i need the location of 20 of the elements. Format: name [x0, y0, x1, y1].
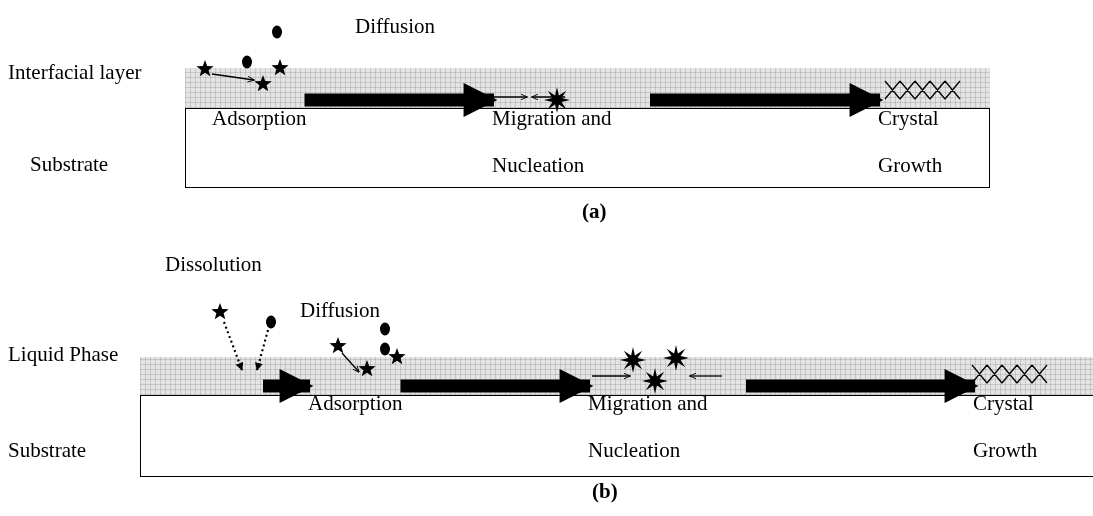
stage-label: Crystal Growth: [973, 380, 1053, 474]
process-label: Diffusion: [300, 298, 381, 323]
stage-label: Crystal Growth: [878, 95, 958, 189]
process-arrow: [746, 369, 979, 403]
stage-label: Migration and Nucleation: [492, 95, 652, 189]
substrate-label: Substrate: [8, 438, 87, 463]
layer-label: Interfacial layer: [8, 60, 142, 85]
panel-label: (a): [582, 199, 607, 224]
substrate-label: Substrate: [30, 152, 109, 177]
process-label: Diffusion: [355, 14, 436, 39]
process-label: Dissolution: [165, 252, 262, 277]
layer-label: Liquid Phase: [8, 342, 119, 367]
stage-label: Adsorption: [308, 380, 403, 427]
panel-label: (b): [592, 479, 618, 504]
process-arrow: [650, 83, 884, 117]
process-arrow: [400, 369, 594, 403]
stage-label: Migration and Nucleation: [588, 380, 748, 474]
process-arrow: [263, 369, 314, 403]
process-arrow: [304, 83, 498, 117]
stage-label: Adsorption: [212, 95, 307, 142]
